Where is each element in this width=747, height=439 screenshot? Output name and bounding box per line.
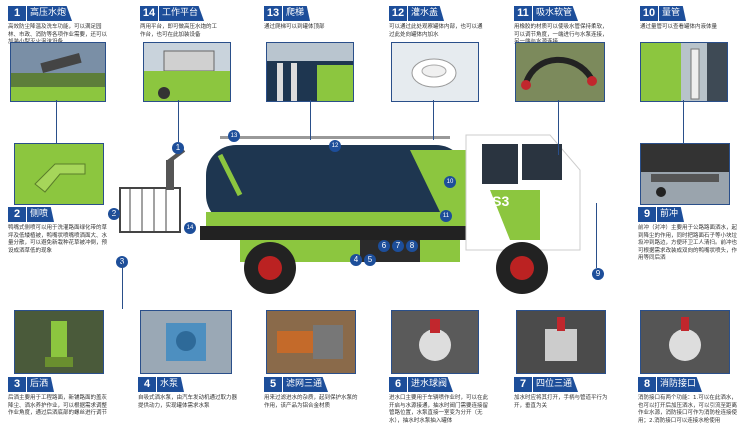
photo-water-cannon xyxy=(10,42,106,102)
card-title: 高压水炮 xyxy=(27,6,73,21)
door-text: CS3 xyxy=(482,193,509,209)
marker-14: 14 xyxy=(184,222,196,234)
photo-tank-cap xyxy=(391,42,479,102)
card-number: 10 xyxy=(640,6,658,21)
card-desc: 通过量管可以查看罐体内液体量 xyxy=(640,24,718,30)
marker-12: 12 xyxy=(329,140,341,152)
card-number: 3 xyxy=(8,377,26,392)
card-number: 11 xyxy=(514,6,532,21)
card-number: 6 xyxy=(389,377,407,392)
card-desc: 鸭嘴式侧喷可以用于洗灌路面绿化带的草坪及低矮植被，鸭嘴状喷嘴喷洒面大、水量分散，… xyxy=(8,225,108,254)
card-title: 进水球阀 xyxy=(408,377,454,392)
card-desc: 可以通过此处观察罐体内部，也可以通过此处向罐体内加水 xyxy=(389,24,483,38)
card-number: 4 xyxy=(138,377,156,392)
marker-4: 4 xyxy=(350,254,362,266)
marker-8: 8 xyxy=(406,240,418,252)
card-desc: 前冲（对冲）主要用于公路路面洒水，起到降尘的作用，同时把路面石子等小块垃圾冲到路… xyxy=(638,225,738,261)
card-desc: 进水口主要用于车辆喷作业时，可以在此开启与水源接通，抽水时阀门需要连接留管路位置… xyxy=(389,395,489,424)
photo-inlet-ball-valve xyxy=(391,310,479,374)
card-desc: 通过爬梯可以到罐体顶部 xyxy=(264,24,325,30)
card-title: 侧喷 xyxy=(27,207,55,222)
marker-5: 5 xyxy=(364,254,376,266)
card-title: 灌水盖 xyxy=(408,6,445,21)
marker-11: 11 xyxy=(440,210,452,222)
card-number: 13 xyxy=(264,6,282,21)
card-desc: 消防接口有两个功能：1.可以在此洒水，也可以打开后加压洒水，可以引流至距离作业水… xyxy=(638,395,738,424)
photo-fire-interface xyxy=(640,310,730,374)
marker-13: 13 xyxy=(228,130,240,142)
card-number: 8 xyxy=(638,377,656,392)
card-title: 爬梯 xyxy=(283,6,311,21)
photo-work-platform xyxy=(143,42,231,102)
card-desc: 后洒主要用于工程路面，新铺路面的盖灰降尘、洒水养护作业，可以根据需求调整作业角度… xyxy=(8,395,108,416)
card-title: 滤网三通 xyxy=(283,377,329,392)
card-title: 后洒 xyxy=(27,377,55,392)
photo-water-pump xyxy=(140,310,232,374)
card-title: 前冲 xyxy=(657,207,685,222)
photo-rear-spray xyxy=(14,310,104,374)
card-number: 14 xyxy=(140,6,158,21)
marker-9: 9 xyxy=(592,268,604,280)
photo-ladder xyxy=(266,42,354,102)
card-number: 2 xyxy=(8,207,26,222)
card-title: 吸水软管 xyxy=(533,6,579,21)
marker-7: 7 xyxy=(392,240,404,252)
marker-1: 1 xyxy=(172,142,184,154)
card-title: 量管 xyxy=(659,6,687,21)
card-title: 消防接口 xyxy=(657,377,703,392)
card-title: 四位三通 xyxy=(533,377,579,392)
card-number: 12 xyxy=(389,6,407,21)
photo-front-spray xyxy=(640,143,730,205)
card-title: 水泵 xyxy=(157,377,185,392)
card-number: 9 xyxy=(638,207,656,222)
card-desc: 自吸式洒水泵，由汽车发动机通过取力器提供动力，实现罐体需求水泵 xyxy=(138,395,238,409)
photo-four-way-tee xyxy=(516,310,606,374)
photo-filter-tee xyxy=(266,310,356,374)
photo-suction-hose xyxy=(515,42,605,102)
card-desc: 用来过滤进水的杂质，起到保护水泵的作用，该产品为铝合金材质 xyxy=(264,395,358,409)
card-number: 1 xyxy=(8,6,26,21)
photo-side-spray xyxy=(14,143,104,205)
card-number: 7 xyxy=(514,377,532,392)
card-number: 5 xyxy=(264,377,282,392)
photo-gauge-tube xyxy=(640,42,728,102)
truck-illustration: CS3 xyxy=(119,134,581,294)
marker-10: 10 xyxy=(444,176,456,188)
card-desc: 两用平台，即可做高压水炮的工作台，也可在此加装设备 xyxy=(140,24,218,38)
card-desc: 加水时应将其打开，手柄与管道平行为开，垂直为关 xyxy=(514,395,608,409)
marker-6: 6 xyxy=(378,240,390,252)
card-title: 工作平台 xyxy=(159,6,205,21)
